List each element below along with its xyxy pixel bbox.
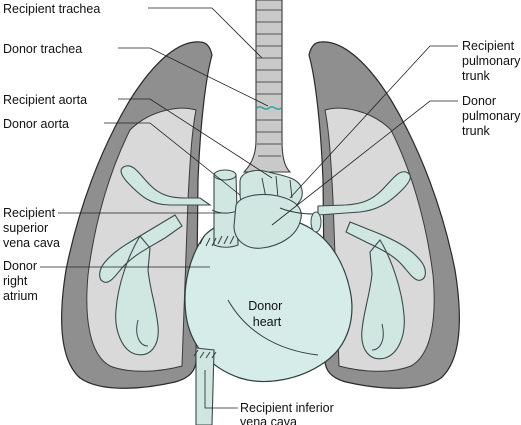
trachea <box>242 0 292 173</box>
label-recipient-svc: Recipient superior vena cava <box>3 206 60 250</box>
label-donor-right-atrium: Donor right atrium <box>3 259 41 303</box>
superior-vena-cava <box>213 174 239 248</box>
leader-recipient-ivc <box>204 370 238 409</box>
pulmonary-trunk <box>233 193 302 249</box>
leader-recipient-trachea <box>148 7 263 59</box>
tracheal-rings <box>256 9 282 157</box>
label-donor-trachea: Donor trachea <box>3 42 82 56</box>
right-pa-stump <box>310 211 322 233</box>
leader-recipient-pulmonary-trunk <box>289 45 458 199</box>
leader-donor-pulmonary-trunk <box>271 100 458 226</box>
label-recipient-aorta: Recipient aorta <box>3 93 87 107</box>
leader-donor-trachea <box>118 47 269 107</box>
ivc-suture <box>193 349 217 359</box>
leader-donor-aorta <box>104 122 241 196</box>
label-donor-aorta: Donor aorta <box>3 117 69 131</box>
left-lobe-branch <box>136 319 149 347</box>
leader-recipient-aorta <box>118 98 273 179</box>
svc-opening <box>213 169 237 181</box>
label-donor-heart: Donor heart <box>248 299 286 329</box>
right-lobe-branch <box>371 323 384 351</box>
right-bronchial-tree <box>317 171 426 360</box>
left-bronchial-tree <box>99 165 212 356</box>
pa-branch <box>279 207 316 215</box>
label-recipient-trachea: Recipient trachea <box>3 2 100 16</box>
trachea-anastomosis <box>256 106 282 110</box>
right-atrium-suture <box>199 235 235 247</box>
label-donor-pulmonary-trunk: Donor pulmonary trunk <box>462 94 521 138</box>
label-recipient-ivc: Recipient inferior vena cava <box>240 401 337 425</box>
label-recipient-pulmonary-trunk: Recipient pulmonary trunk <box>462 39 521 83</box>
interventricular-groove <box>227 299 319 356</box>
